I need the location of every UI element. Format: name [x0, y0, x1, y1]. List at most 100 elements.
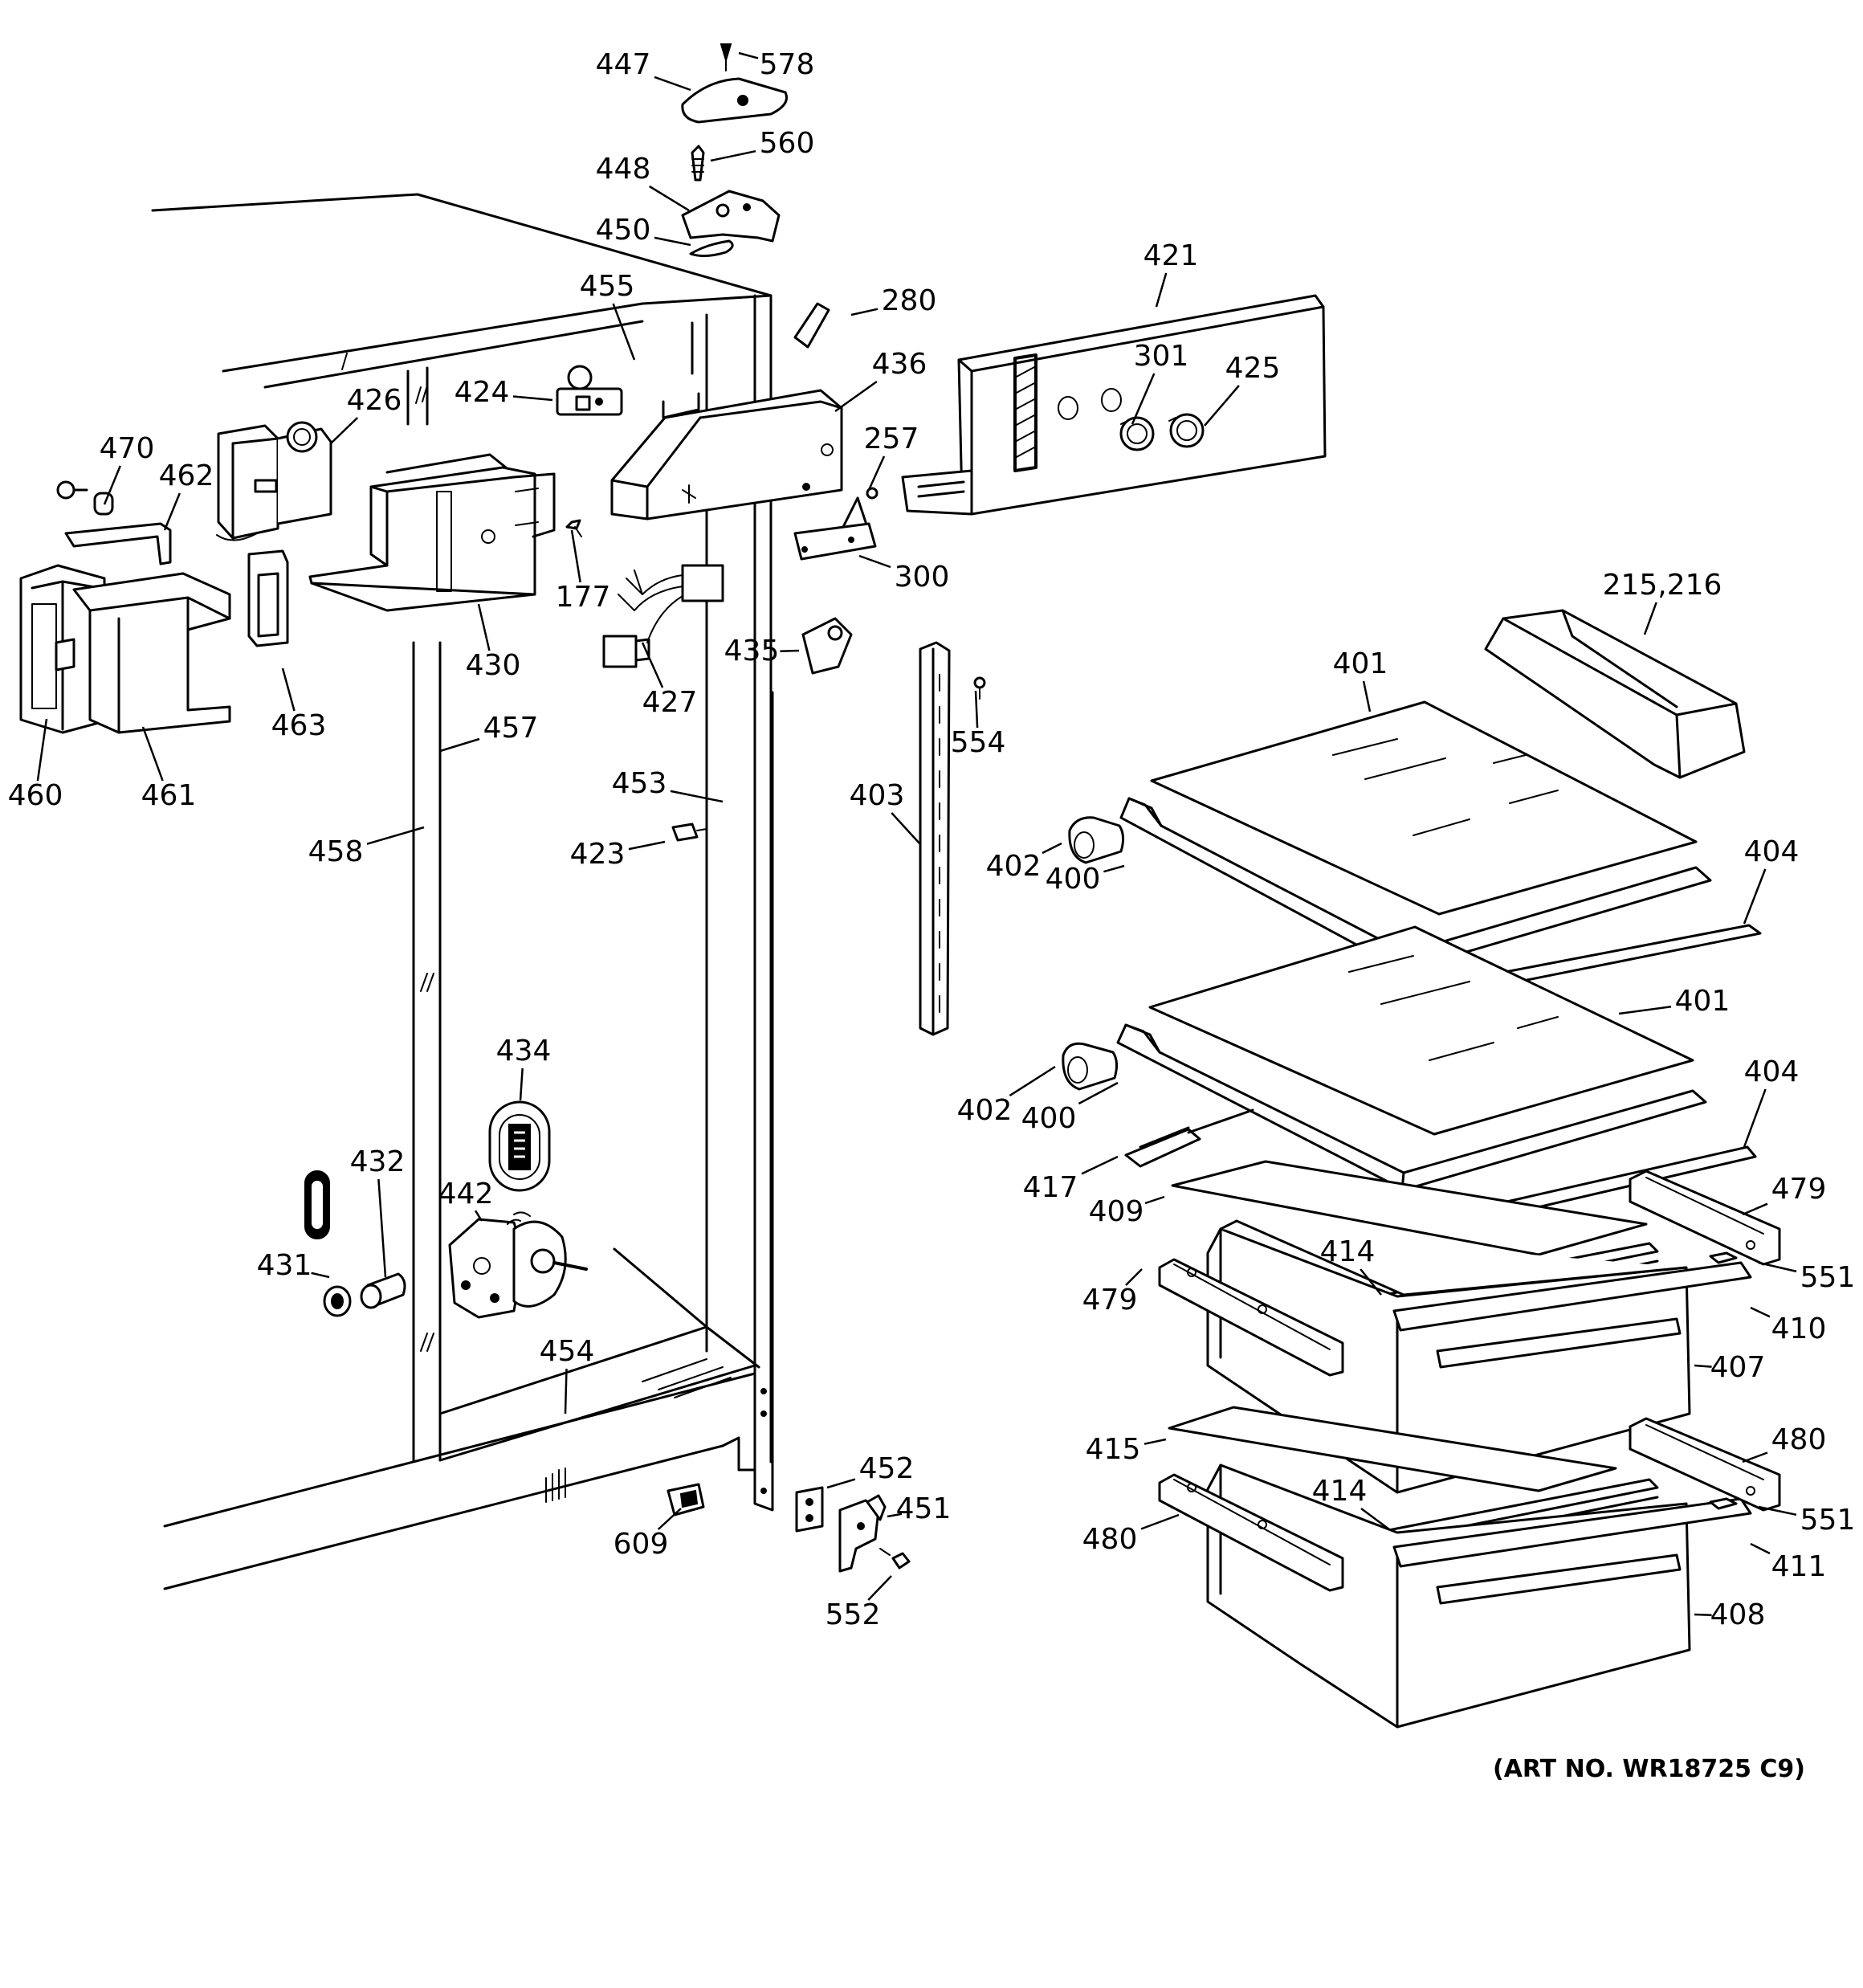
part-number-label: 448: [596, 153, 651, 186]
part-number-label: 280: [882, 284, 937, 317]
part-number-label: 257: [864, 423, 919, 455]
callout-wiring-harness: 427: [641, 642, 698, 719]
leader-line: [628, 840, 666, 851]
callout-hinge-cover: 447: [596, 48, 691, 92]
part-number-label: 436: [872, 348, 927, 381]
callout-liner: 453: [612, 767, 724, 803]
leader-line: [867, 455, 886, 491]
part-number-label: 450: [596, 214, 651, 247]
part-number-label: 411: [1771, 1550, 1827, 1583]
callout-grommet: 431: [257, 1249, 330, 1282]
part-number-label: 427: [642, 686, 698, 719]
leader-line: [311, 1272, 330, 1279]
leader-line: [1362, 680, 1372, 712]
leader-line: [1143, 1438, 1167, 1445]
callout-drawer-front-trim: 410: [1750, 1306, 1827, 1345]
callout-ice-maker-fan-motor: 442: [438, 1178, 493, 1222]
callout-dispenser-housing: 426: [330, 384, 402, 444]
part-number-label: 400: [1046, 863, 1101, 896]
leader-line: [570, 529, 581, 583]
callout-hinge-shim: 450: [596, 214, 691, 247]
control-panel: [901, 294, 1327, 516]
part-number-label: 479: [1771, 1173, 1827, 1206]
part-number-label: 451: [896, 1492, 952, 1525]
callout-clip: 257: [864, 423, 919, 491]
part-number-label: 457: [483, 712, 539, 745]
leader-line: [1081, 1155, 1119, 1175]
callout-screw: 177: [556, 529, 611, 614]
leader-line: [1078, 1081, 1119, 1105]
part-number-label: 177: [556, 581, 611, 614]
leader-line: [850, 308, 879, 316]
callout-hinge-shim: 452: [826, 1452, 914, 1489]
art-number: (ART NO. WR18725 C9): [1493, 1755, 1805, 1783]
part-number-label: 453: [612, 767, 667, 800]
thermostat: [793, 496, 877, 561]
callout-damper-switch: 424: [455, 376, 553, 409]
light-socket: [801, 617, 853, 675]
part-number-label: 560: [760, 127, 815, 160]
callout-temperature-knob: 425: [1204, 352, 1280, 427]
leader-line: [141, 726, 164, 782]
leader-line: [439, 737, 480, 753]
part-number-label: 434: [496, 1035, 552, 1067]
leader-line: [858, 554, 891, 569]
callout-dispenser-frame: 460: [8, 718, 63, 812]
callout-bracket: 462: [159, 459, 214, 531]
air-duct-housing: [610, 389, 843, 520]
leader-line: [834, 380, 878, 413]
upper-shelf: [1068, 700, 1762, 1015]
callout-screw: 551: [1758, 1261, 1855, 1294]
part-number-label: 400: [1021, 1102, 1077, 1135]
leader-line: [474, 1210, 483, 1222]
leader-line: [1758, 1505, 1797, 1517]
callout-crisper-drawer: 408: [1694, 1598, 1765, 1631]
callout-fastener-set: 470: [100, 432, 154, 505]
leader-line: [1131, 373, 1156, 425]
callout-drawer-slide: 480: [1742, 1423, 1826, 1463]
leader-line: [641, 642, 664, 688]
part-number-label: 407: [1710, 1351, 1766, 1384]
leader-line: [1743, 868, 1767, 925]
callout-light-lens: 432: [350, 1145, 405, 1278]
leader-line: [330, 417, 359, 444]
callout-shelf-frame: 400: [1046, 863, 1125, 896]
callout-shelf-trim: 404: [1743, 1055, 1800, 1148]
leader-line: [1750, 1306, 1771, 1318]
leader-line: [887, 1512, 903, 1518]
part-number-label: 410: [1771, 1312, 1827, 1345]
leader-line: [1742, 1202, 1768, 1216]
part-number-label: 402: [986, 850, 1042, 883]
part-number-label: 554: [951, 726, 1006, 759]
callout-hinge-screw: 560: [710, 127, 815, 162]
callout-drawer-cover: 409: [1089, 1195, 1165, 1228]
part-number-label: 414: [1312, 1475, 1368, 1508]
light-bulb: [793, 302, 830, 349]
screw-554: [973, 676, 986, 700]
leader-line: [1742, 1451, 1768, 1463]
part-number-label: 454: [540, 1335, 595, 1368]
leader-line: [657, 1508, 682, 1530]
callout-glass-shelf: 401: [1618, 985, 1730, 1018]
top-hinge-assembly: [681, 43, 788, 258]
leader-line: [281, 667, 296, 712]
wiring-harness: [602, 564, 724, 668]
callout-dispenser-base: 461: [141, 726, 196, 812]
callout-thermostat: 300: [858, 554, 949, 594]
part-number-label: 403: [850, 779, 905, 812]
leader-line: [1643, 602, 1657, 635]
leader-line: [654, 76, 691, 92]
part-number-label: 423: [570, 838, 626, 871]
damper-switch: [556, 365, 623, 416]
callout-air-duct-housing: 436: [834, 348, 927, 413]
callout-mullion-trim: 457: [439, 712, 539, 753]
leader-line: [1125, 1268, 1143, 1286]
callout-shelf-support: 402: [986, 842, 1062, 883]
part-number-label: 404: [1744, 1055, 1800, 1088]
callout-drawer-slide: 479: [1082, 1268, 1143, 1316]
part-number-label: 426: [347, 384, 402, 417]
leader-line: [1360, 1507, 1390, 1531]
callout-light-shield: 434: [496, 1035, 552, 1101]
callout-drawer-cover: 415: [1086, 1433, 1167, 1466]
